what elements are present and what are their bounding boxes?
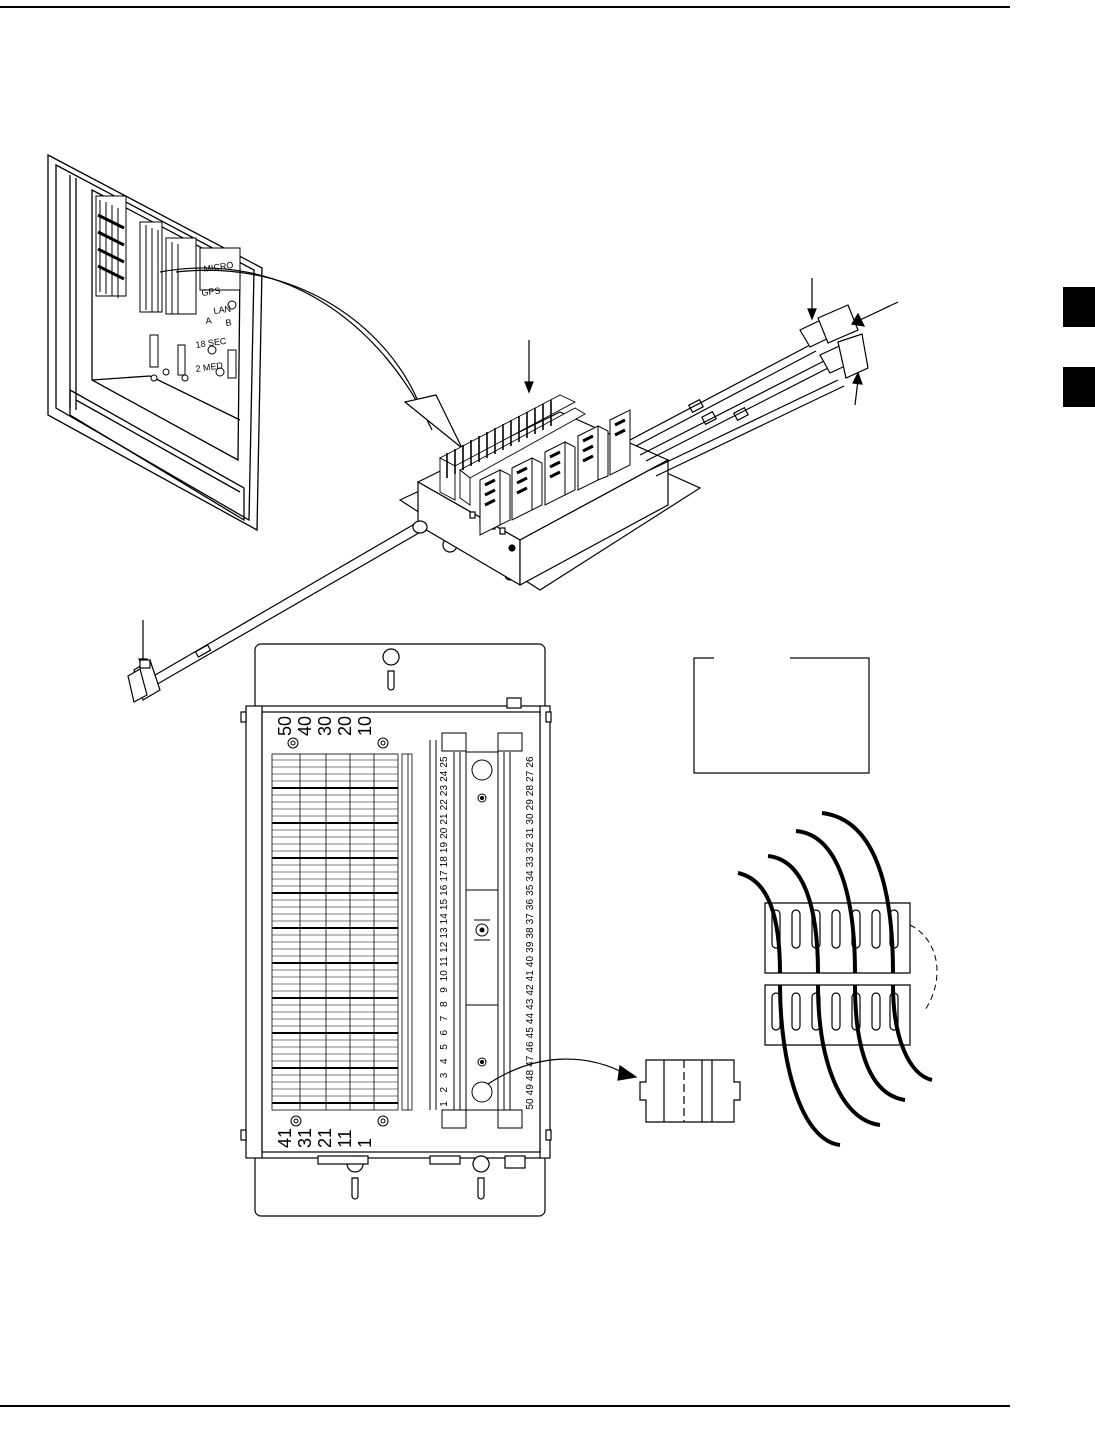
pair-label: 8 xyxy=(439,1001,450,1007)
pair-label: 23 xyxy=(439,785,450,797)
backplane-label: B xyxy=(225,317,232,328)
header-rule xyxy=(0,6,1010,8)
slot-hole xyxy=(791,992,801,1031)
panel-label-bottom: 1 xyxy=(355,1138,375,1148)
pair-label: 31 xyxy=(525,827,536,839)
slot-hole xyxy=(871,909,881,949)
pair-label: 17 xyxy=(439,870,450,882)
pair-label: 2 xyxy=(439,1087,450,1093)
connector-right-upper xyxy=(799,304,859,348)
pair-label: 48 xyxy=(525,1070,536,1082)
pair-label: 47 xyxy=(525,1055,536,1067)
pair-label: 10 xyxy=(439,970,450,982)
pair-label: 28 xyxy=(525,785,536,797)
pair-label: 7 xyxy=(439,1015,450,1021)
pair-label: 30 xyxy=(525,813,536,825)
backplane-label: 18 SEC xyxy=(195,336,228,350)
pair-label: 46 xyxy=(525,1041,536,1053)
pair-label: 19 xyxy=(439,842,450,854)
card-cage xyxy=(95,195,241,382)
panel-label-bottom: 31 xyxy=(295,1128,315,1148)
pair-label: 6 xyxy=(439,1030,450,1036)
pair-label: 1 xyxy=(439,1101,450,1107)
detail-arrow xyxy=(487,1058,638,1085)
wires xyxy=(737,811,933,1147)
backplane-label: LAN xyxy=(213,304,232,316)
mounting-screws xyxy=(287,737,389,1127)
punch-terminals xyxy=(439,394,631,536)
panel-label-top: 50 xyxy=(275,716,295,736)
pair-label: 5 xyxy=(439,1044,450,1050)
pair-label: 41 xyxy=(525,970,536,982)
panel-label-top: 10 xyxy=(355,716,375,736)
pair-label: 14 xyxy=(439,913,450,925)
footer-rule xyxy=(0,1405,1010,1407)
pair-label: 24 xyxy=(439,770,450,782)
pair-label: 22 xyxy=(439,799,450,811)
panel-label-top: 20 xyxy=(335,716,355,736)
pair-label: 40 xyxy=(525,956,536,968)
panel-label-bottom: 41 xyxy=(275,1128,295,1148)
pair-label: 42 xyxy=(525,984,536,996)
panel-label-top: 40 xyxy=(295,716,315,736)
panel-label-top: 30 xyxy=(315,716,335,736)
cable-bundle xyxy=(629,344,845,477)
cable-left xyxy=(149,520,428,687)
slot-hole xyxy=(831,909,841,949)
pair-label: 20 xyxy=(439,827,450,839)
panel-label-bottom: 21 xyxy=(315,1128,335,1148)
clip-detail xyxy=(639,1059,741,1123)
terminal-columns xyxy=(429,732,523,1129)
connector-left xyxy=(127,659,161,703)
pair-label: 49 xyxy=(525,1084,536,1096)
pair-label: 3 xyxy=(439,1072,450,1078)
backplane-label: 2 MED xyxy=(195,360,224,374)
slot-hole xyxy=(871,992,881,1031)
slot-hole xyxy=(831,992,841,1031)
pair-label: 38 xyxy=(525,927,536,939)
legend-box xyxy=(693,656,870,774)
pair-label: 32 xyxy=(525,842,536,854)
pair-label: 27 xyxy=(525,770,536,782)
pair-label: 39 xyxy=(525,941,536,953)
pair-label: 4 xyxy=(439,1058,450,1064)
slot-hole xyxy=(791,909,801,949)
pair-label: 45 xyxy=(525,1027,536,1039)
connector-right-lower xyxy=(819,333,869,379)
location-arrow xyxy=(159,267,463,449)
pair-label: 26 xyxy=(525,756,536,768)
pair-label: 37 xyxy=(525,913,536,925)
pair-label: 11 xyxy=(439,956,450,967)
pair-label: 25 xyxy=(439,756,450,768)
pair-label: 33 xyxy=(525,856,536,868)
pair-label: 50 xyxy=(525,1098,536,1110)
backplane-label: GPS xyxy=(201,285,221,298)
wiring-grid-rows xyxy=(272,759,398,1104)
pair-label: 34 xyxy=(525,870,536,882)
pair-label: 44 xyxy=(525,1013,536,1025)
pair-label: 16 xyxy=(439,884,450,896)
pair-label: 12 xyxy=(439,941,450,953)
section-tab-upper xyxy=(1063,287,1095,327)
pair-label: 35 xyxy=(525,884,536,896)
pair-label: 9 xyxy=(439,987,450,993)
pair-label: 29 xyxy=(525,799,536,811)
wiring-grid xyxy=(271,753,413,1111)
pair-label: 15 xyxy=(439,899,450,911)
pair-label: 43 xyxy=(525,998,536,1010)
pair-label: 18 xyxy=(439,856,450,868)
pair-label: 13 xyxy=(439,927,450,939)
backplane-label: A xyxy=(205,315,212,326)
section-tab-lower xyxy=(1063,367,1095,407)
pair-label: 36 xyxy=(525,899,536,911)
panel-label-bottom: 11 xyxy=(335,1129,355,1148)
pair-label: 21 xyxy=(439,813,450,825)
